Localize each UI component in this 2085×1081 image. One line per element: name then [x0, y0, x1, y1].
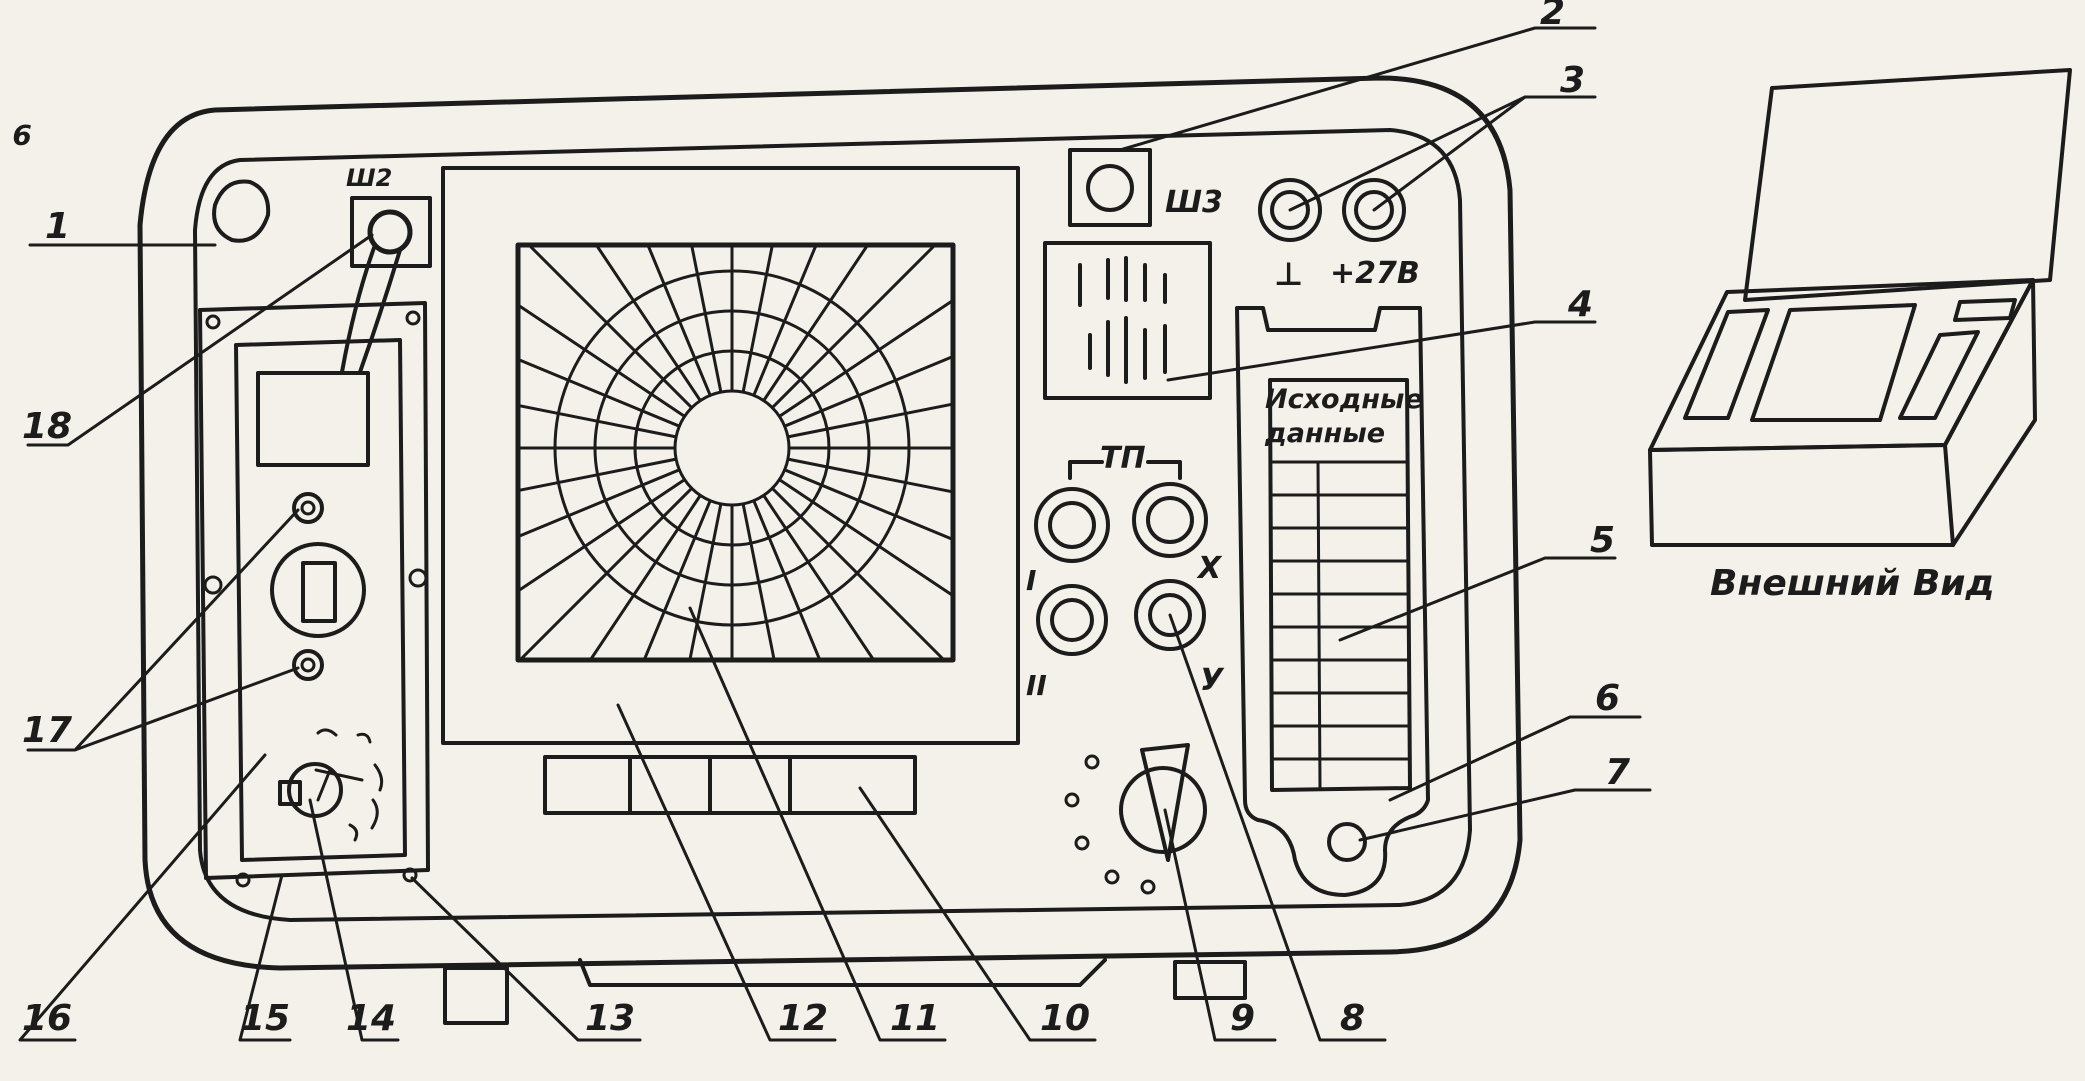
tp-bracket	[1068, 460, 1182, 480]
grid-spoke	[777, 478, 955, 598]
callout-9: 9	[1230, 998, 1255, 1039]
callout-13: 13	[585, 998, 635, 1039]
ground-symbol: ⊥	[1274, 255, 1303, 293]
grid-spoke	[783, 468, 955, 542]
grid-spoke	[588, 493, 702, 662]
card-title-line2: данные	[1264, 418, 1385, 449]
vent-grille	[1043, 241, 1212, 400]
grid-spoke	[786, 402, 955, 439]
corner-mark: 9	[13, 118, 32, 151]
callout-4: 4	[1567, 284, 1593, 325]
grid-spoke	[770, 486, 946, 662]
callout-15: 15	[240, 998, 290, 1039]
callout-14: 14	[346, 998, 396, 1039]
callout-18: 18	[22, 406, 72, 447]
rotary-switch	[1064, 743, 1207, 895]
grid-spoke	[642, 499, 712, 662]
connector-sh2-label: Ш2	[346, 164, 392, 192]
data-card-holder	[1235, 306, 1430, 897]
exterior-view-caption: Внешний Вид	[1710, 563, 1995, 604]
grid-spoke	[516, 403, 678, 439]
grid-spoke	[518, 486, 694, 662]
callout-11: 11	[890, 998, 940, 1039]
mounting-hole	[212, 179, 271, 243]
jack-y-label: У	[1200, 663, 1225, 698]
grid-spoke	[516, 468, 681, 539]
callout-12: 12	[778, 998, 828, 1039]
grid-spoke	[646, 243, 712, 397]
display-screen	[441, 166, 1020, 745]
grid-spoke	[752, 499, 822, 662]
grid-spoke	[516, 478, 687, 593]
indicator-window-row	[543, 755, 917, 815]
grid-spoke	[741, 243, 774, 394]
grid-spoke	[594, 243, 702, 403]
callout-16: 16	[22, 998, 72, 1039]
grid-spoke	[688, 502, 723, 662]
callout-8: 8	[1340, 998, 1365, 1039]
housing-feet	[443, 958, 1247, 1025]
connector-sh3	[1068, 148, 1152, 227]
instrument-housing	[137, 75, 1523, 971]
grid-spoke	[783, 354, 955, 428]
grid-spoke	[741, 502, 776, 662]
grid-spoke	[527, 243, 694, 410]
callout-6: 6	[1595, 678, 1620, 719]
grid-spoke	[777, 298, 955, 418]
jack-i-label: I	[1026, 564, 1036, 597]
callout-1: 1	[45, 206, 70, 247]
grid-spoke	[516, 303, 687, 418]
grid-spoke	[770, 243, 937, 410]
callout-17: 17	[22, 710, 72, 751]
test-jacks	[1034, 482, 1208, 656]
jack-x-label: X	[1196, 551, 1223, 586]
connector-sh3-label: Ш3	[1165, 185, 1223, 220]
callout-7: 7	[1605, 752, 1630, 793]
grid-spoke	[786, 457, 955, 494]
exterior-view-inset	[1648, 68, 2072, 547]
callout-3: 3	[1560, 60, 1585, 101]
callout-10: 10	[1040, 998, 1090, 1039]
grid-spoke	[516, 457, 678, 493]
grid-spoke	[752, 243, 818, 397]
grid-spoke	[516, 357, 681, 428]
grid-spoke	[762, 493, 876, 662]
power-label: +27В	[1330, 256, 1420, 291]
callout-5: 5	[1590, 520, 1615, 561]
card-title-line1: Исходные	[1265, 384, 1423, 415]
leader-lines	[18, 26, 1652, 1042]
callout-2: 2	[1540, 0, 1565, 33]
grid-spoke	[690, 243, 723, 394]
power-terminals	[1258, 178, 1406, 242]
tp-label: ТП	[1100, 441, 1146, 476]
jack-ii-label: II	[1026, 669, 1047, 702]
left-subpanel	[198, 196, 432, 888]
grid-spoke	[762, 243, 870, 403]
